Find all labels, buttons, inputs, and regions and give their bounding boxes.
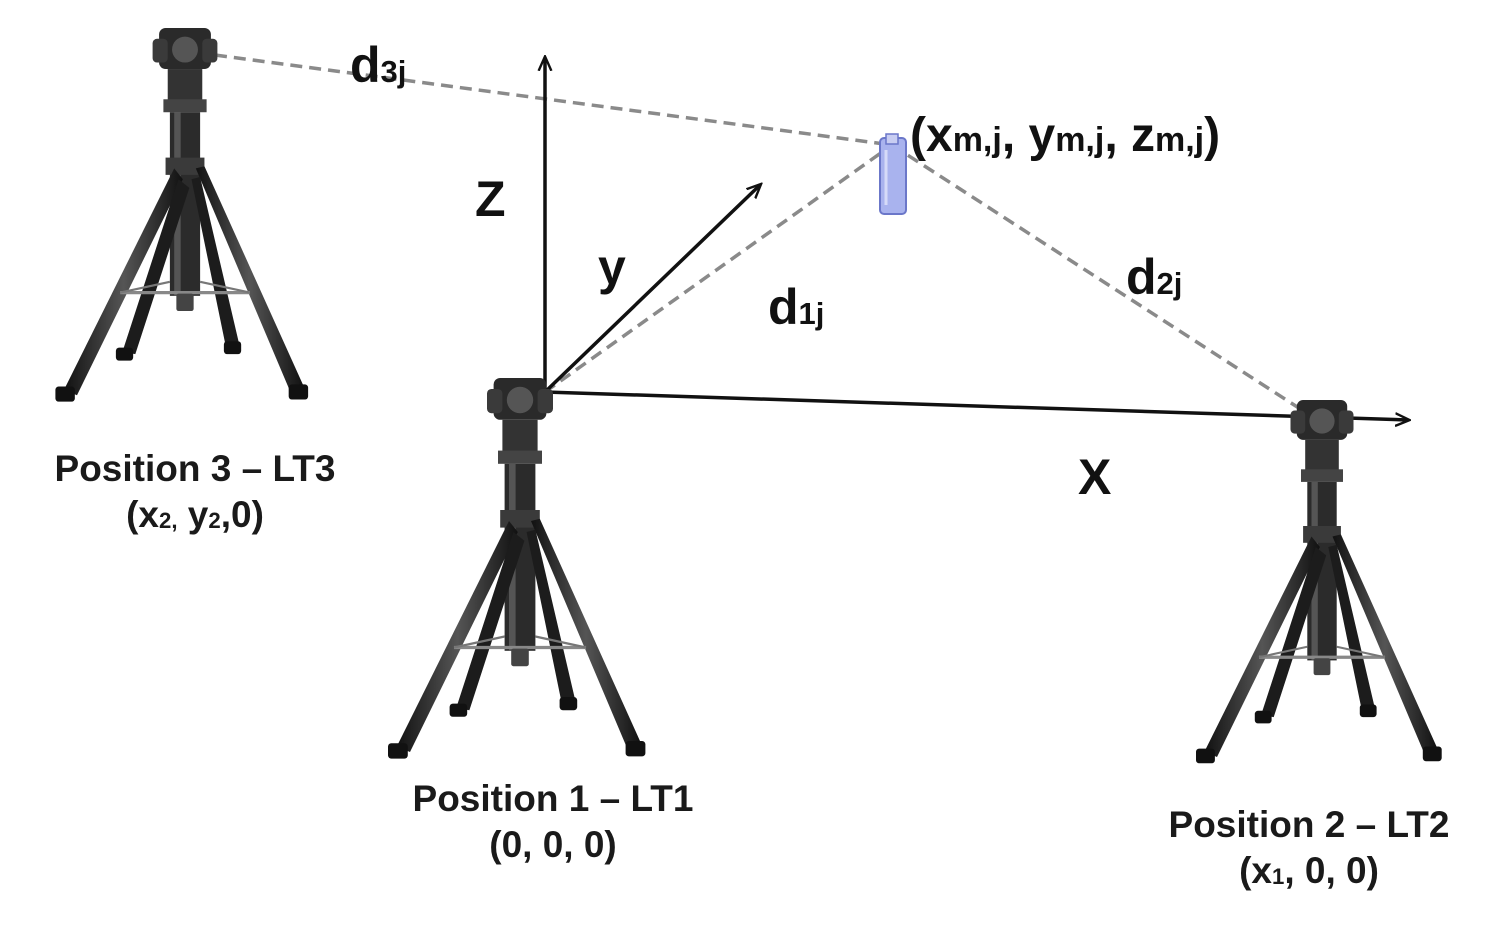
station-lt1-caption: Position 1 – LT1 (0, 0, 0) (368, 776, 738, 868)
d2j-label: d2j (1126, 249, 1183, 305)
x-axis-label: X (1078, 449, 1112, 505)
distance-line-d3j (214, 53, 893, 147)
station-lt3-caption: Position 3 – LT3 (x2, y2,0) (10, 446, 380, 544)
paren-open: ( (910, 109, 926, 162)
z-sub: m,j (1154, 121, 1205, 159)
x-axis (544, 390, 1408, 420)
target-reflector-icon (879, 133, 907, 215)
distance-line-d2j (891, 143, 1306, 414)
station-lt3-name: Position 3 – LT3 (54, 448, 336, 489)
station-lt1-name: Position 1 – LT1 (412, 778, 694, 819)
station-lt1-coords: (0, 0, 0) (489, 824, 617, 865)
x-var: x (925, 109, 953, 162)
y-sub: m,j (1055, 121, 1105, 159)
d1j-label: d1j (768, 279, 825, 335)
sep-2: , (1104, 109, 1131, 162)
z-var: z (1130, 109, 1155, 162)
paren-close: ) (1204, 109, 1221, 162)
station-lt2-caption: Position 2 – LT2 (x1, 0, 0) (1124, 802, 1494, 900)
y-axis-label: y (598, 239, 626, 295)
x-sub: m,j (952, 121, 1002, 159)
distance-line-d1j (543, 143, 894, 394)
sep-1: , (1001, 109, 1029, 162)
d3j-label: d3j (350, 37, 407, 93)
z-axis-label: Z (475, 171, 506, 227)
y-var: y (1028, 109, 1056, 162)
station-lt2-coords: (x1, 0, 0) (1239, 850, 1379, 891)
tripod-lt2-icon (1194, 398, 1444, 765)
station-lt2-name: Position 2 – LT2 (1168, 804, 1450, 845)
target-coordinates-label: (xm,j, ym,j, zm,j) (910, 108, 1220, 163)
y-axis (543, 185, 760, 394)
tripod-lt3-icon (53, 26, 310, 404)
tripod-lt1-icon (386, 376, 648, 761)
station-lt3-coords: (x2, y2,0) (126, 494, 264, 535)
